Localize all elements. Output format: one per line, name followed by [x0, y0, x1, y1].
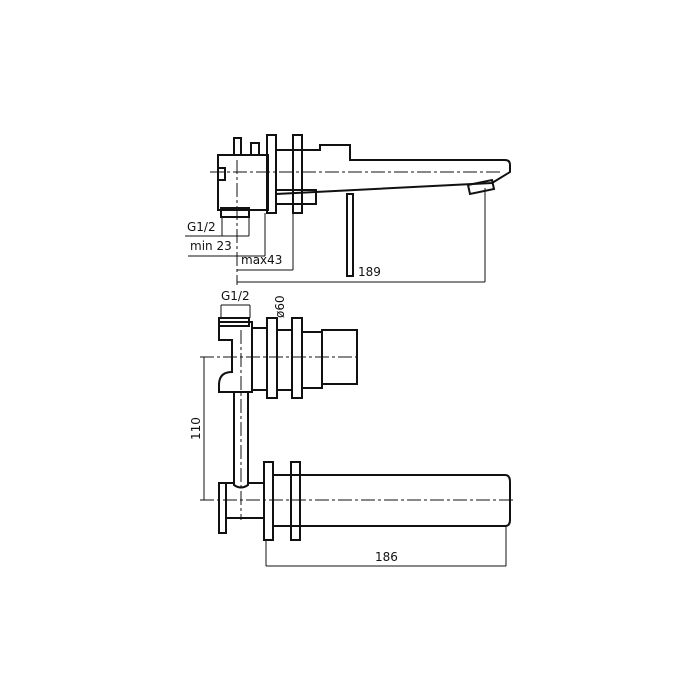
label-spout-length-front: 186 [375, 550, 398, 564]
spout-front [273, 474, 511, 527]
label-min-depth: min 23 [190, 239, 232, 253]
aerator [466, 178, 496, 196]
valve-body [217, 154, 269, 211]
inlet-fitting [218, 321, 253, 393]
label-max-depth: max43 [241, 253, 283, 267]
label-height: 110 [189, 417, 203, 440]
flange-top-1 [266, 317, 278, 399]
flange-top-2 [291, 317, 303, 399]
label-thread-front: G1/2 [221, 289, 250, 303]
flange-bottom-1 [263, 461, 274, 541]
front-view [200, 317, 516, 541]
flange-1 [266, 134, 277, 214]
side-dimensions [185, 188, 486, 283]
flange-bottom-2 [290, 461, 301, 541]
side-view [210, 134, 511, 285]
label-diameter: ø60 [273, 295, 287, 318]
handle-lever [346, 193, 354, 277]
front-dimensions [203, 304, 507, 567]
label-thread-side: G1/2 [187, 220, 216, 234]
flange-2 [292, 134, 303, 214]
spout [275, 144, 511, 195]
label-spout-length-side: 189 [358, 265, 381, 279]
